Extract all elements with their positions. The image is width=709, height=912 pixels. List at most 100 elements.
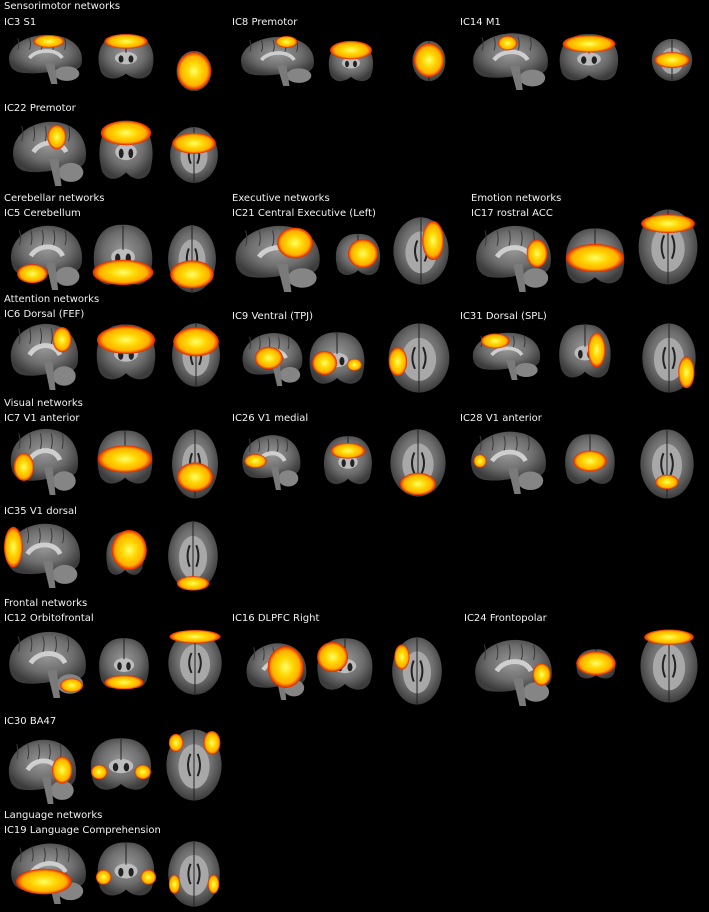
activation-blob	[177, 462, 213, 492]
brain-slice-coronal	[93, 322, 159, 386]
brain-slice-axial	[386, 322, 452, 394]
brain-slice-sagittal	[470, 330, 542, 380]
activation-blob	[562, 35, 616, 53]
brain-slice-sagittal	[8, 425, 80, 495]
component-label-ic9: IC9 Ventral (TPJ)	[232, 311, 314, 322]
activation-blob	[97, 445, 153, 473]
brain-slice-axial	[640, 322, 698, 394]
activation-blob	[244, 454, 267, 468]
activation-blob	[111, 530, 147, 570]
component-label-ic5: IC5 Cerebellum	[4, 208, 81, 219]
group-title-visual: Visual networks	[4, 398, 83, 409]
activation-blob	[169, 630, 221, 644]
brain-slice-coronal	[104, 530, 147, 580]
brain-slice-coronal	[96, 636, 152, 694]
activation-blob	[312, 351, 337, 375]
component-label-ic17: IC17 rostral ACC	[471, 208, 553, 219]
activation-blob	[104, 675, 144, 690]
brain-slice-coronal	[562, 226, 628, 290]
component-label-ic14: IC14 M1	[460, 17, 501, 28]
brain-slice-sagittal	[240, 330, 304, 386]
activation-blob	[480, 333, 510, 349]
component-label-ic3: IC3 S1	[4, 17, 37, 28]
component-label-ic22: IC22 Premotor	[4, 103, 76, 114]
component-label-ic6: IC6 Dorsal (FEF)	[4, 309, 85, 320]
activation-blob	[576, 651, 616, 676]
activation-blob	[573, 450, 607, 472]
activation-blob	[388, 347, 408, 376]
brain-slice-axial	[175, 50, 213, 92]
brain-slice-axial	[166, 520, 220, 592]
group-title-attention: Attention networks	[4, 294, 100, 305]
component-label-ic16: IC16 DLPFC Right	[232, 613, 320, 624]
activation-blob	[348, 239, 378, 268]
activation-blob	[173, 327, 219, 357]
brain-slice-sagittal	[6, 32, 84, 84]
activation-blob	[498, 36, 518, 51]
component-label-ic7: IC7 V1 anterior	[4, 413, 80, 424]
activation-blob	[473, 454, 487, 468]
group-title-language: Language networks	[4, 810, 103, 821]
activation-blob	[654, 52, 690, 68]
brain-slice-axial	[650, 38, 694, 82]
activation-blob	[134, 764, 151, 780]
brain-slice-sagittal	[232, 222, 322, 292]
brain-slice-axial	[638, 428, 696, 500]
activation-blob	[4, 526, 23, 568]
activation-blob	[168, 874, 180, 894]
activation-blob	[100, 120, 152, 146]
activation-blob	[275, 36, 298, 48]
component-label-ic12: IC12 Orbitofrontal	[4, 613, 94, 624]
brain-slice-coronal	[87, 736, 155, 796]
brain-slice-axial	[411, 40, 447, 82]
activation-blob	[140, 869, 157, 885]
group-title-cerebellar: Cerebellar networks	[4, 193, 105, 204]
component-label-ic8: IC8 Premotor	[232, 17, 298, 28]
activation-blob	[254, 346, 283, 370]
brain-slice-coronal	[94, 428, 156, 490]
activation-blob	[104, 34, 148, 49]
activation-blob	[13, 453, 34, 481]
brain-slice-axial	[391, 216, 451, 286]
activation-blob	[60, 678, 84, 693]
activation-blob	[413, 43, 445, 77]
brain-slice-sagittal	[472, 636, 554, 706]
activation-blob	[678, 356, 695, 389]
activation-blob	[168, 733, 184, 752]
activation-blob	[400, 472, 436, 496]
activation-blob	[203, 730, 221, 755]
activation-blob	[644, 629, 694, 645]
component-label-ic31: IC31 Dorsal (SPL)	[460, 311, 547, 322]
component-label-ic35: IC35 V1 dorsal	[4, 506, 77, 517]
activation-blob	[176, 576, 210, 591]
activation-blob	[172, 132, 216, 154]
brain-slice-sagittal	[470, 30, 550, 90]
activation-blob	[91, 764, 108, 780]
activation-blob	[52, 756, 73, 784]
brain-slice-axial	[170, 428, 220, 500]
activation-blob	[267, 646, 304, 688]
component-label-ic26: IC26 V1 medial	[232, 413, 309, 424]
brain-slice-sagittal	[468, 428, 548, 494]
group-title-executive: Executive networks	[232, 193, 330, 204]
brain-slice-coronal	[90, 222, 156, 292]
brain-slice-sagittal	[4, 520, 82, 588]
brain-slice-sagittal	[8, 320, 80, 390]
group-title-emotion: Emotion networks	[471, 193, 562, 204]
activation-blob	[176, 52, 212, 90]
brain-slice-axial	[170, 322, 222, 388]
activation-blob	[526, 239, 548, 268]
brain-slice-axial	[164, 728, 224, 802]
brain-slice-coronal	[562, 432, 618, 490]
brain-slice-coronal	[94, 840, 158, 902]
brain-slice-coronal	[95, 32, 157, 84]
component-label-ic19: IC19 Language Comprehension	[4, 825, 161, 836]
brain-slice-sagittal	[8, 222, 84, 290]
activation-blob	[92, 259, 154, 285]
brain-slice-axial	[168, 126, 220, 184]
activation-blob	[170, 260, 214, 289]
brain-slice-sagittal	[244, 640, 308, 700]
group-title-frontal: Frontal networks	[4, 598, 88, 609]
activation-blob	[330, 40, 372, 60]
activation-blob	[330, 442, 366, 459]
